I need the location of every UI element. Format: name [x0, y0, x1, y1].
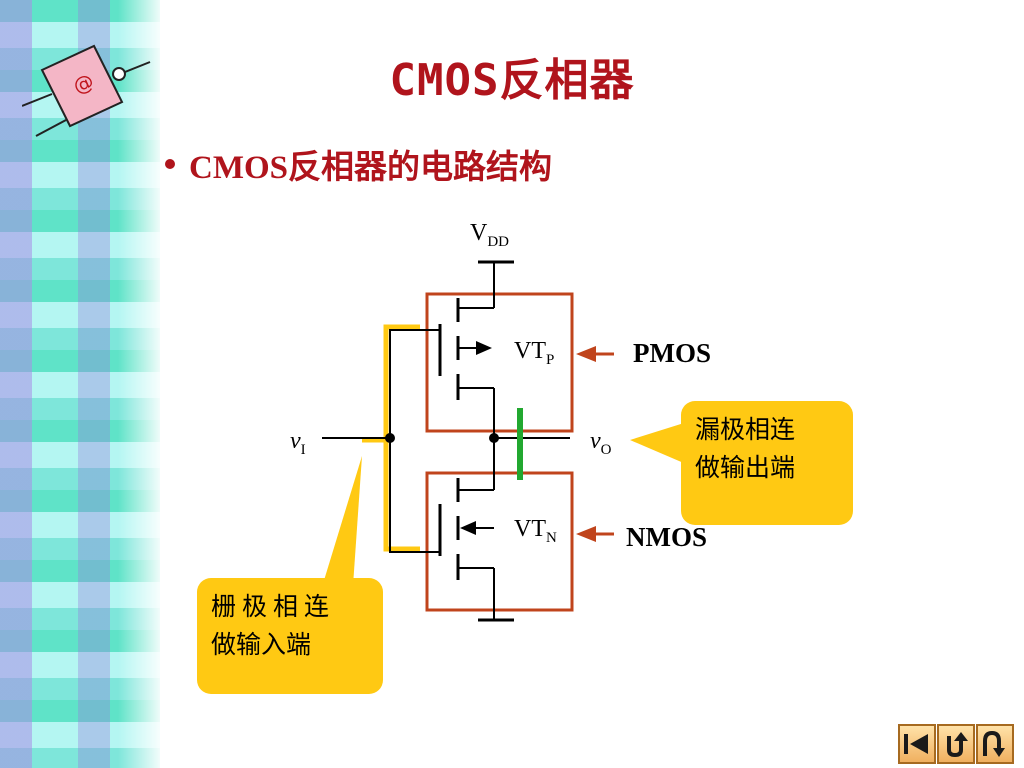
drain-callout-line2: 做输出端 [695, 453, 796, 482]
logic-gate-logo: @ [22, 44, 151, 137]
rewind-icon [904, 734, 928, 754]
pmos-arrow-head [576, 346, 596, 362]
pmos-transistor-symbol [438, 298, 494, 400]
nmos-device-label: VTN [514, 516, 557, 546]
bullet-text: CMOS反相器的电路结构 [189, 150, 552, 186]
drain-callout: 漏极相连 做输出端 [681, 401, 853, 525]
pmos-box [425, 292, 574, 433]
nmos-arrow-head [576, 526, 596, 542]
output-junction [489, 433, 499, 443]
return-button[interactable] [937, 724, 975, 764]
return-icon [947, 732, 968, 758]
input-junction [385, 433, 395, 443]
loop-button[interactable] [976, 724, 1014, 764]
gate-callout-line1: 栅极相连 [211, 592, 336, 621]
nmos-box [425, 471, 574, 612]
drain-callout-line1: 漏极相连 [695, 415, 796, 444]
input-label: vI [290, 428, 306, 458]
side-strip-fade [118, 0, 160, 768]
nmos-type-label: NMOS [626, 522, 707, 552]
bullet-item: CMOS反相器的电路结构 [165, 140, 552, 188]
bullet-dot-icon [165, 159, 175, 169]
gate-callout-pointer [318, 456, 362, 600]
gate-callout-line2: 做输入端 [211, 630, 312, 659]
rewind-button[interactable] [898, 724, 936, 764]
vdd-label: VDD [470, 220, 509, 250]
pmos-type-label: PMOS [633, 338, 711, 368]
navigation-controls [898, 724, 1015, 764]
output-label: vO [590, 428, 612, 458]
gate-callout: 栅极相连 做输入端 [197, 578, 383, 694]
loop-icon [983, 730, 1005, 757]
slide-title: CMOS反相器 [389, 55, 635, 106]
pmos-device-label: VTP [514, 338, 554, 368]
gate-wire [389, 329, 440, 553]
nmos-transistor-symbol [438, 478, 494, 580]
